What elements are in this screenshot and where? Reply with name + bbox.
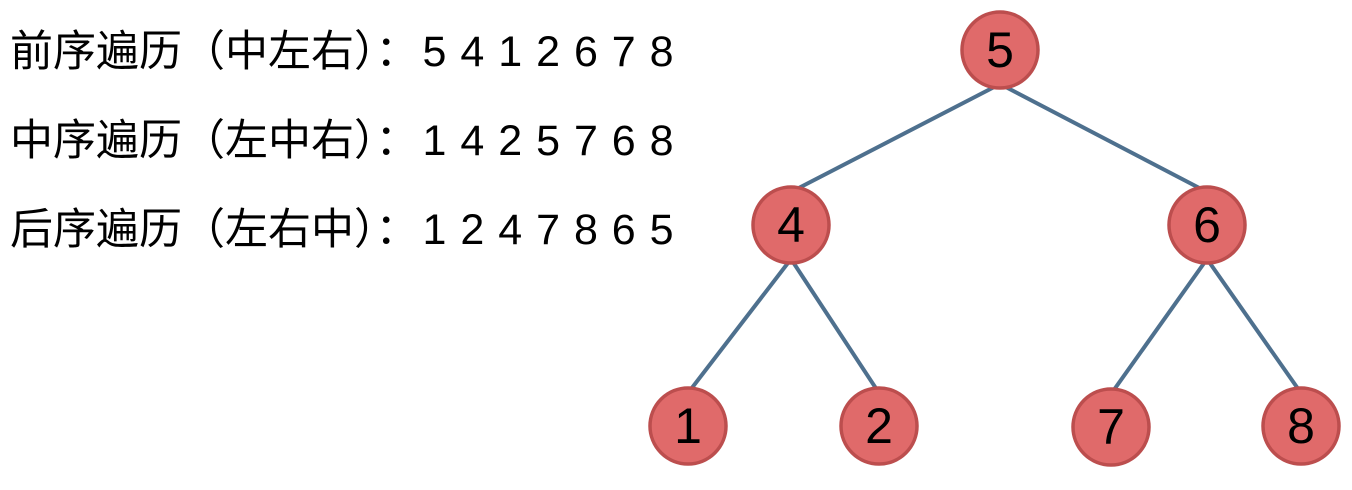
tree-node-label-5: 5 [986, 22, 1014, 78]
tree-edge-5-6 [999, 82, 1208, 194]
tree-node-label-7: 7 [1097, 399, 1125, 455]
tree-node-circle-1 [648, 386, 728, 466]
traversal-label-preorder: 前序遍历（中左右）： [10, 28, 419, 76]
tree-node-5: 5 [960, 10, 1040, 90]
traversal-row-postorder: 后序遍历（左右中）：1 2 4 7 8 6 5 [10, 207, 675, 253]
tree-edge-5-4 [790, 82, 1001, 194]
traversal-row-inorder: 中序遍历（左中右）：1 4 2 5 7 6 8 [10, 118, 675, 164]
tree-node-7: 7 [1071, 387, 1151, 467]
traversal-sequence-preorder: 5 4 1 2 6 7 8 [422, 28, 675, 76]
traversal-sequence-postorder: 1 2 4 7 8 6 5 [422, 206, 675, 254]
tree-node-circle-4 [751, 185, 831, 265]
tree-edge-4-1 [686, 257, 793, 395]
tree-node-circle-5 [960, 10, 1040, 90]
traversal-sequence-inorder: 1 4 2 5 7 6 8 [422, 117, 675, 165]
tree-node-label-4: 4 [777, 197, 805, 253]
tree-node-2: 2 [839, 386, 919, 466]
traversal-row-preorder: 前序遍历（中左右）：5 4 1 2 6 7 8 [10, 29, 675, 75]
tree-edge-6-7 [1109, 257, 1209, 396]
tree-node-4: 4 [751, 185, 831, 265]
tree-node-label-1: 1 [674, 398, 702, 454]
tree-node-circle-2 [839, 386, 919, 466]
tree-node-circle-8 [1261, 386, 1341, 466]
tree-node-label-2: 2 [865, 398, 893, 454]
tree-edge-6-8 [1205, 257, 1303, 395]
traversal-label-inorder: 中序遍历（左中右）： [10, 117, 419, 165]
tree-node-8: 8 [1261, 386, 1341, 466]
tree-edge-4-2 [789, 257, 881, 395]
tree-node-6: 6 [1167, 185, 1247, 265]
tree-node-label-8: 8 [1287, 398, 1315, 454]
tree-node-label-6: 6 [1193, 197, 1221, 253]
tree-node-1: 1 [648, 386, 728, 466]
traversal-label-postorder: 后序遍历（左右中）： [10, 206, 419, 254]
tree-node-circle-6 [1167, 185, 1247, 265]
tree-node-circle-7 [1071, 387, 1151, 467]
